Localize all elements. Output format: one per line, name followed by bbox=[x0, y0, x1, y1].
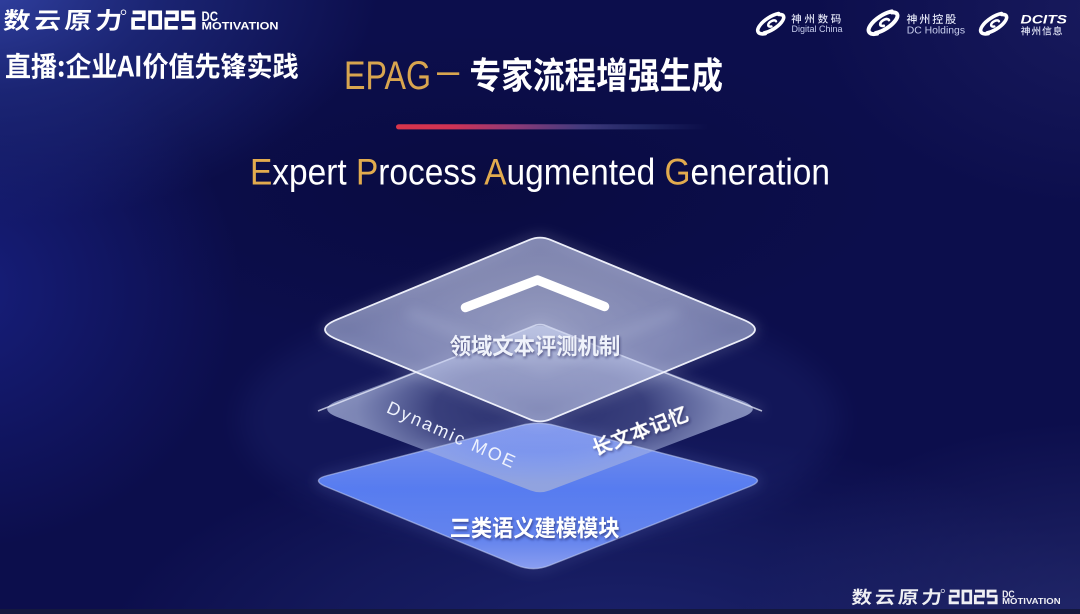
svg-text:DCITS: DCITS bbox=[1021, 14, 1068, 27]
svg-text:Digital China: Digital China bbox=[792, 24, 843, 34]
svg-text:DC Holdings: DC Holdings bbox=[907, 26, 965, 37]
svg-text:Expert Process Augmented Gener: Expert Process Augmented Generation bbox=[250, 151, 830, 193]
svg-text:EPAG: EPAG bbox=[344, 54, 431, 98]
svg-text:–: – bbox=[437, 49, 460, 93]
